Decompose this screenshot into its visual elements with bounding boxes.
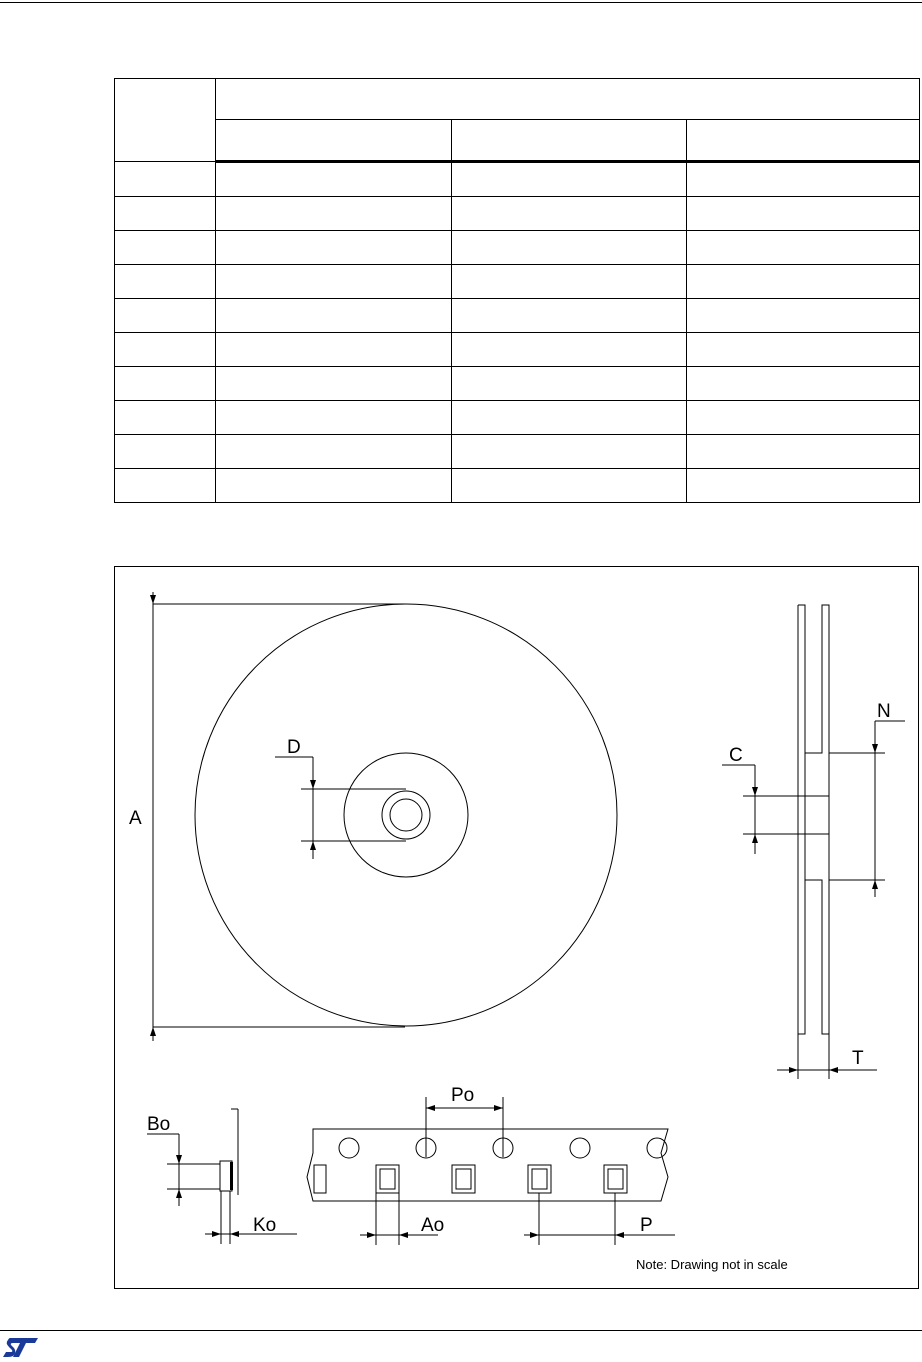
- footer-rule: [0, 1330, 922, 1331]
- tape-pocket-inner: [455, 1168, 472, 1190]
- reel-side-upper: [798, 604, 830, 754]
- label-n: N: [877, 701, 891, 722]
- arrowhead: [494, 1105, 503, 1111]
- label-d: D: [287, 737, 301, 758]
- table-row: [114, 434, 921, 469]
- label-p: P: [640, 1215, 653, 1236]
- arrowhead: [150, 595, 156, 604]
- tape-pocket: [313, 1164, 327, 1194]
- reel-arbor-inner-circle: [389, 798, 423, 832]
- table-header-cell: [685, 119, 921, 163]
- arrowhead: [872, 744, 878, 753]
- reel-arbor-circle: [381, 790, 431, 840]
- label-a: A: [129, 808, 142, 829]
- tape-pocket: [375, 1164, 400, 1194]
- table-row: [114, 230, 921, 265]
- sprocket-hole: [646, 1137, 668, 1159]
- reel-drawing-figure: A D C N T Po Bo Ko Ao P Note: Drawing no…: [114, 566, 919, 1289]
- tape-pocket-inner: [379, 1168, 396, 1190]
- arrowhead: [530, 1232, 539, 1238]
- dimensions-table: [114, 78, 921, 503]
- tape-pocket-inner: [607, 1168, 624, 1190]
- st-logo: [3, 1338, 38, 1357]
- carrier-tape-outline: [306, 1128, 669, 1202]
- reel-side-lower: [797, 605, 830, 1035]
- table-header-cell: [114, 78, 216, 162]
- arrowhead: [212, 1231, 221, 1237]
- table-header-cell: [215, 119, 452, 163]
- reel-hub-circle: [343, 752, 469, 878]
- arrowhead: [230, 1231, 239, 1237]
- table-row: [114, 196, 921, 231]
- label-ao: Ao: [421, 1215, 444, 1236]
- arrowhead: [752, 834, 758, 843]
- reel-drawing: A D C N T Po Bo Ko Ao P Note: Drawing no…: [129, 592, 905, 1272]
- arrowhead: [150, 1027, 156, 1036]
- sprocket-hole: [569, 1137, 591, 1159]
- table-row: [114, 332, 921, 367]
- arrowhead: [829, 1067, 838, 1073]
- header-rule: [0, 2, 922, 3]
- table-row: [114, 366, 921, 401]
- arrowhead: [310, 780, 316, 789]
- table-row: [114, 161, 921, 197]
- sprocket-hole: [338, 1137, 360, 1159]
- label-po: Po: [451, 1085, 474, 1106]
- arrowhead: [399, 1232, 408, 1238]
- table-row: [114, 468, 921, 503]
- table-subheader-row: [115, 119, 921, 163]
- arrowhead: [615, 1232, 624, 1238]
- arrowhead: [367, 1232, 376, 1238]
- tape-pocket: [451, 1164, 476, 1194]
- label-bo: Bo: [147, 1114, 170, 1135]
- table-header-cell: [214, 78, 921, 120]
- arrowhead: [176, 1189, 182, 1198]
- table-header-row: [114, 78, 921, 162]
- arrowhead: [872, 880, 878, 889]
- label-ko: Ko: [253, 1215, 276, 1236]
- arrowhead: [176, 1155, 182, 1164]
- arrowhead: [789, 1067, 798, 1073]
- tape-pocket-inner: [531, 1168, 548, 1190]
- label-c: C: [729, 745, 743, 766]
- tape-side-pocket-wall: [230, 1162, 233, 1190]
- label-t: T: [852, 1048, 864, 1069]
- arrowhead: [426, 1105, 435, 1111]
- arrowhead: [752, 787, 758, 796]
- table-header-cell: [451, 119, 687, 163]
- reel-outer-circle: [194, 603, 618, 1027]
- table-row: [114, 264, 921, 299]
- table-row: [114, 400, 921, 435]
- arrowhead: [310, 841, 316, 850]
- table-row: [114, 298, 921, 333]
- drawing-note: Note: Drawing not in scale: [636, 1257, 788, 1272]
